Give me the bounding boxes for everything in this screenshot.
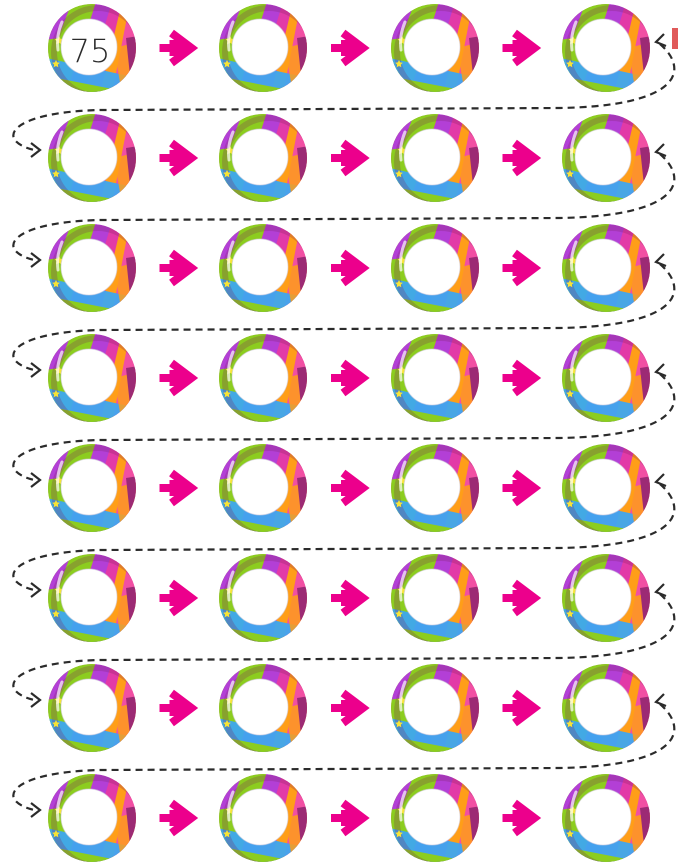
- ring-8-2: [211, 772, 315, 864]
- arrow-6-1: [160, 583, 196, 613]
- ring-2-1: [40, 112, 144, 210]
- arrow-5-1: [160, 473, 196, 503]
- connector-head-right-1: [656, 34, 666, 46]
- ring-grid: [40, 2, 658, 864]
- arrow-4-2: [331, 363, 367, 393]
- arrow-5-3: [503, 473, 539, 503]
- arrow-1-3: [503, 33, 539, 63]
- start-number: 75: [70, 32, 111, 70]
- ring-3-2: [211, 222, 315, 320]
- arrow-3-1: [160, 253, 196, 283]
- ring-6-3: [383, 552, 487, 650]
- arrow-6-3: [503, 583, 539, 613]
- arrow-1-2: [331, 33, 367, 63]
- arrow-7-2: [331, 693, 367, 723]
- ring-2-4: [554, 112, 658, 210]
- connector-head-right-5: [656, 474, 666, 486]
- ring-5-3: [383, 442, 487, 540]
- connector-head-right-7: [656, 694, 666, 706]
- arrow-4-1: [160, 363, 196, 393]
- edge-decoration: [672, 28, 678, 70]
- arrow-2-1: [160, 143, 196, 173]
- ring-4-4: [554, 332, 658, 430]
- ring-3-3: [383, 222, 487, 320]
- arrow-8-1: [160, 803, 196, 833]
- ring-8-1: [40, 772, 144, 864]
- ring-7-4: [554, 662, 658, 760]
- ring-5-1: [40, 442, 144, 540]
- arrow-8-2: [331, 803, 367, 833]
- ring-4-2: [211, 332, 315, 430]
- ring-1-3: [383, 2, 487, 100]
- ring-6-1: [40, 552, 144, 650]
- arrow-7-1: [160, 693, 196, 723]
- ring-4-1: [40, 332, 144, 430]
- ring-3-1: [40, 222, 144, 320]
- ring-2-3: [383, 112, 487, 210]
- connector-head-right-3: [656, 254, 666, 266]
- ring-8-4: [554, 772, 658, 864]
- arrow-7-3: [503, 693, 539, 723]
- connector-head-right-4: [656, 364, 666, 376]
- ring-4-3: [383, 332, 487, 430]
- connector-head-right-2: [656, 144, 666, 156]
- ring-5-4: [554, 442, 658, 540]
- arrow-3-2: [331, 253, 367, 283]
- ring-7-1: [40, 662, 144, 760]
- arrow-6-2: [331, 583, 367, 613]
- ring-7-3: [383, 662, 487, 760]
- arrow-3-3: [503, 253, 539, 283]
- ring-6-2: [211, 552, 315, 650]
- ring-7-2: [211, 662, 315, 760]
- arrow-8-3: [503, 803, 539, 833]
- arrow-2-2: [331, 143, 367, 173]
- ring-3-4: [554, 222, 658, 320]
- arrow-grid: [160, 33, 539, 833]
- arrow-5-2: [331, 473, 367, 503]
- ring-1-2: [211, 2, 315, 100]
- arrow-2-3: [503, 143, 539, 173]
- ring-8-3: [383, 772, 487, 864]
- ring-2-2: [211, 112, 315, 210]
- ring-1-4: [554, 2, 658, 100]
- ring-6-4: [554, 552, 658, 650]
- ring-5-2: [211, 442, 315, 540]
- connector-head-right-6: [656, 584, 666, 596]
- arrow-4-3: [503, 363, 539, 393]
- arrow-1-1: [160, 33, 196, 63]
